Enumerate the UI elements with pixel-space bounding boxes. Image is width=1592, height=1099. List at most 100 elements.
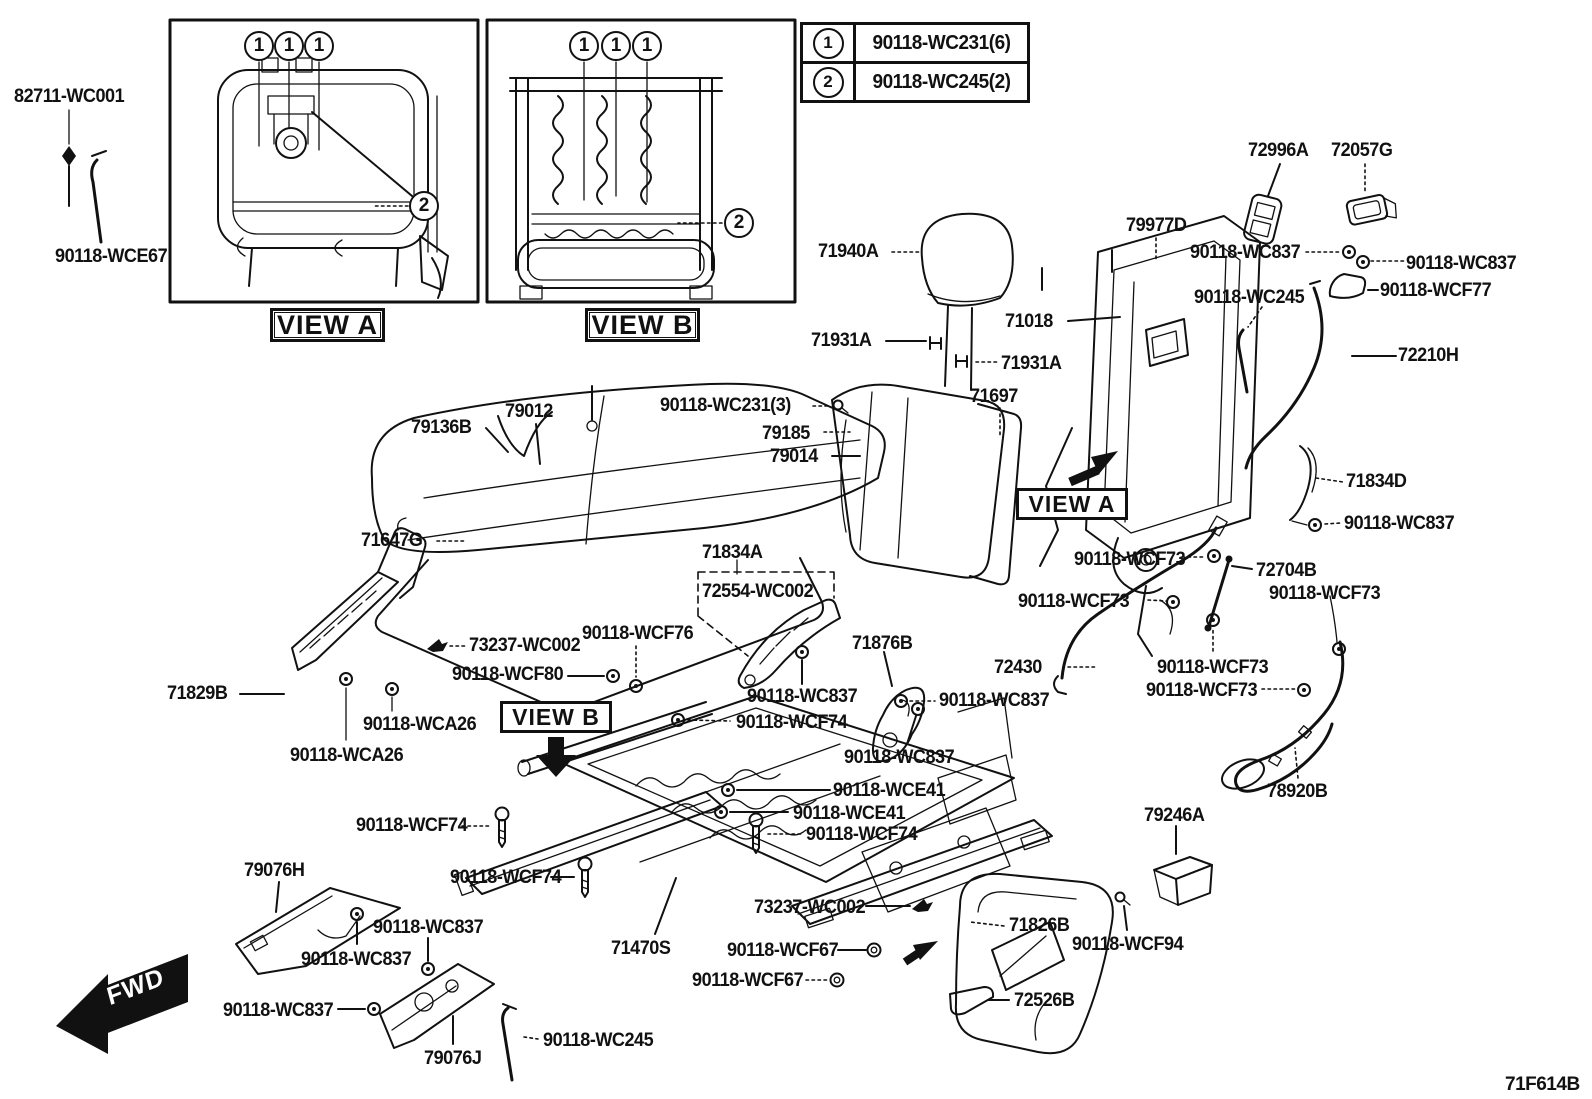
view-b-caption-text: VIEW B xyxy=(591,309,694,340)
view-b-reference: VIEW B xyxy=(500,701,612,733)
view-b-caption: VIEW B xyxy=(585,308,700,342)
part-label: 71647G xyxy=(361,530,423,551)
legend-part-number-2: 90118-WC245(2) xyxy=(872,70,1011,93)
part-label: 90118-WC837 xyxy=(747,686,858,707)
part-label: 79012 xyxy=(505,401,553,422)
part-label: 72526B xyxy=(1014,990,1075,1011)
callout-1-circle: 1 xyxy=(812,27,844,59)
part-label: 90118-WCF74 xyxy=(450,867,562,888)
shield-71826B-drawing xyxy=(954,872,1114,1055)
part-label: 90118-WC837 xyxy=(373,917,484,938)
part-label: 90118-WCF77 xyxy=(1380,280,1492,301)
part-label: 90118-WCF80 xyxy=(452,664,564,685)
part-label: 90118-WCF76 xyxy=(582,623,694,644)
part-label: 73237-WC002 xyxy=(754,897,866,918)
diagram-code: 71F614B xyxy=(1505,1074,1580,1095)
seatback-frame-drawing xyxy=(1039,215,1261,657)
shield-79076J-drawing xyxy=(379,963,495,1049)
view-a-frame-drawing xyxy=(217,57,449,299)
seat-track-drawing xyxy=(453,695,1053,929)
legend-callout-2: 2 xyxy=(803,64,856,100)
part-label: 90118-WC231(3) xyxy=(660,395,791,416)
part-label: 79076J xyxy=(424,1048,482,1069)
part-label: 79977D xyxy=(1126,215,1187,236)
legend-callout-1: 1 xyxy=(803,25,856,61)
headrest-drawing xyxy=(920,212,1014,391)
view-b-reference-text: VIEW B xyxy=(512,703,600,730)
part-label: 71834A xyxy=(702,542,763,563)
part-label: 71931A xyxy=(811,330,872,351)
callout-number: 2 xyxy=(409,191,439,221)
part-label: 72430 xyxy=(994,657,1042,678)
part-label: 79076H xyxy=(244,860,305,881)
part-label: 90118-WCF74 xyxy=(356,815,468,836)
callout-number: 1 xyxy=(632,31,662,61)
part-label: 90118-WC837 xyxy=(1406,253,1517,274)
part-label: 71826B xyxy=(1009,915,1070,936)
part-label: 90118-WCF73 xyxy=(1146,680,1258,701)
fastener-legend-table: 1 90118-WC231(6) 2 90118-WC245(2) xyxy=(800,22,1030,103)
part-label: 71018 xyxy=(1005,311,1053,332)
callout-number: 1 xyxy=(601,31,631,61)
part-label: 90118-WCF74 xyxy=(736,712,848,733)
part-label: 90118-WCA26 xyxy=(290,745,404,766)
callout-number: 1 xyxy=(569,31,599,61)
part-label: 90118-WC837 xyxy=(939,690,1050,711)
part-label: 90118-WCA26 xyxy=(363,714,477,735)
part-label: 71829B xyxy=(167,683,228,704)
part-label: 90118-WCF73 xyxy=(1269,583,1381,604)
part-label: 82711-WC001 xyxy=(14,86,125,107)
part-label: 90118-WC245 xyxy=(543,1030,654,1051)
callout-number: 1 xyxy=(304,31,334,61)
part-label: 90118-WC837 xyxy=(223,1000,334,1021)
bracket-79246A-drawing xyxy=(1153,856,1213,906)
part-label: 90118-WCF67 xyxy=(727,940,839,961)
latch-71834A-drawing xyxy=(737,598,841,689)
shield-71829B-drawing xyxy=(291,517,427,671)
part-label: 90118-WC837 xyxy=(844,747,955,768)
part-label: 72210H xyxy=(1398,345,1459,366)
seatback-cushion-drawing xyxy=(831,383,1023,586)
legend-row: 2 90118-WC245(2) xyxy=(803,61,1027,100)
legend-part-number-1: 90118-WC231(6) xyxy=(872,31,1011,54)
part-label: 90118-WCF73 xyxy=(1074,549,1186,570)
part-label: 90118-WCF67 xyxy=(692,970,804,991)
view-b-ref-arrow xyxy=(536,737,576,777)
part-label: 71834D xyxy=(1346,471,1407,492)
part-label: 79014 xyxy=(770,446,818,467)
part-label: 78920B xyxy=(1267,781,1328,802)
callout-number: 2 xyxy=(724,208,754,238)
part-label: 90118-WCF73 xyxy=(1018,591,1130,612)
part-label: 90118-WC245 xyxy=(1194,287,1305,308)
view-b-frame-drawing xyxy=(509,77,723,300)
part-label: 90118-WC837 xyxy=(301,949,412,970)
view-a-caption-text: VIEW A xyxy=(276,309,378,340)
fwd-arrow xyxy=(56,954,188,1054)
cable-78920B-drawing xyxy=(1221,640,1345,793)
part-label: 90118-WC837 xyxy=(1344,513,1455,534)
view-a-reference-text: VIEW A xyxy=(1028,490,1116,517)
part-label: 71940A xyxy=(818,241,879,262)
part-label: 90118-WCE41 xyxy=(793,803,906,824)
callout-number: 1 xyxy=(274,31,304,61)
view-a-caption: VIEW A xyxy=(270,308,385,342)
part-label: 71697 xyxy=(970,386,1018,407)
part-label: 79136B xyxy=(411,417,472,438)
part-label: 72057G xyxy=(1331,140,1393,161)
part-label: 71470S xyxy=(611,938,671,959)
part-label: 90118-WCE67 xyxy=(55,246,168,267)
part-label: 79185 xyxy=(762,423,810,444)
bezel-72057G-drawing xyxy=(1345,194,1397,226)
part-label: 72554-WC002 xyxy=(702,581,814,602)
part-label: 79246A xyxy=(1144,805,1205,826)
part-label: 90118-WCF73 xyxy=(1157,657,1269,678)
part-label: 71931A xyxy=(1001,353,1062,374)
part-label: 90118-WCF94 xyxy=(1072,934,1184,955)
callout-number: 1 xyxy=(244,31,274,61)
view-a-reference: VIEW A xyxy=(1016,488,1128,520)
part-label: 90118-WCF74 xyxy=(806,824,918,845)
part-label: 72996A xyxy=(1248,140,1309,161)
part-label: 72704B xyxy=(1256,560,1317,581)
